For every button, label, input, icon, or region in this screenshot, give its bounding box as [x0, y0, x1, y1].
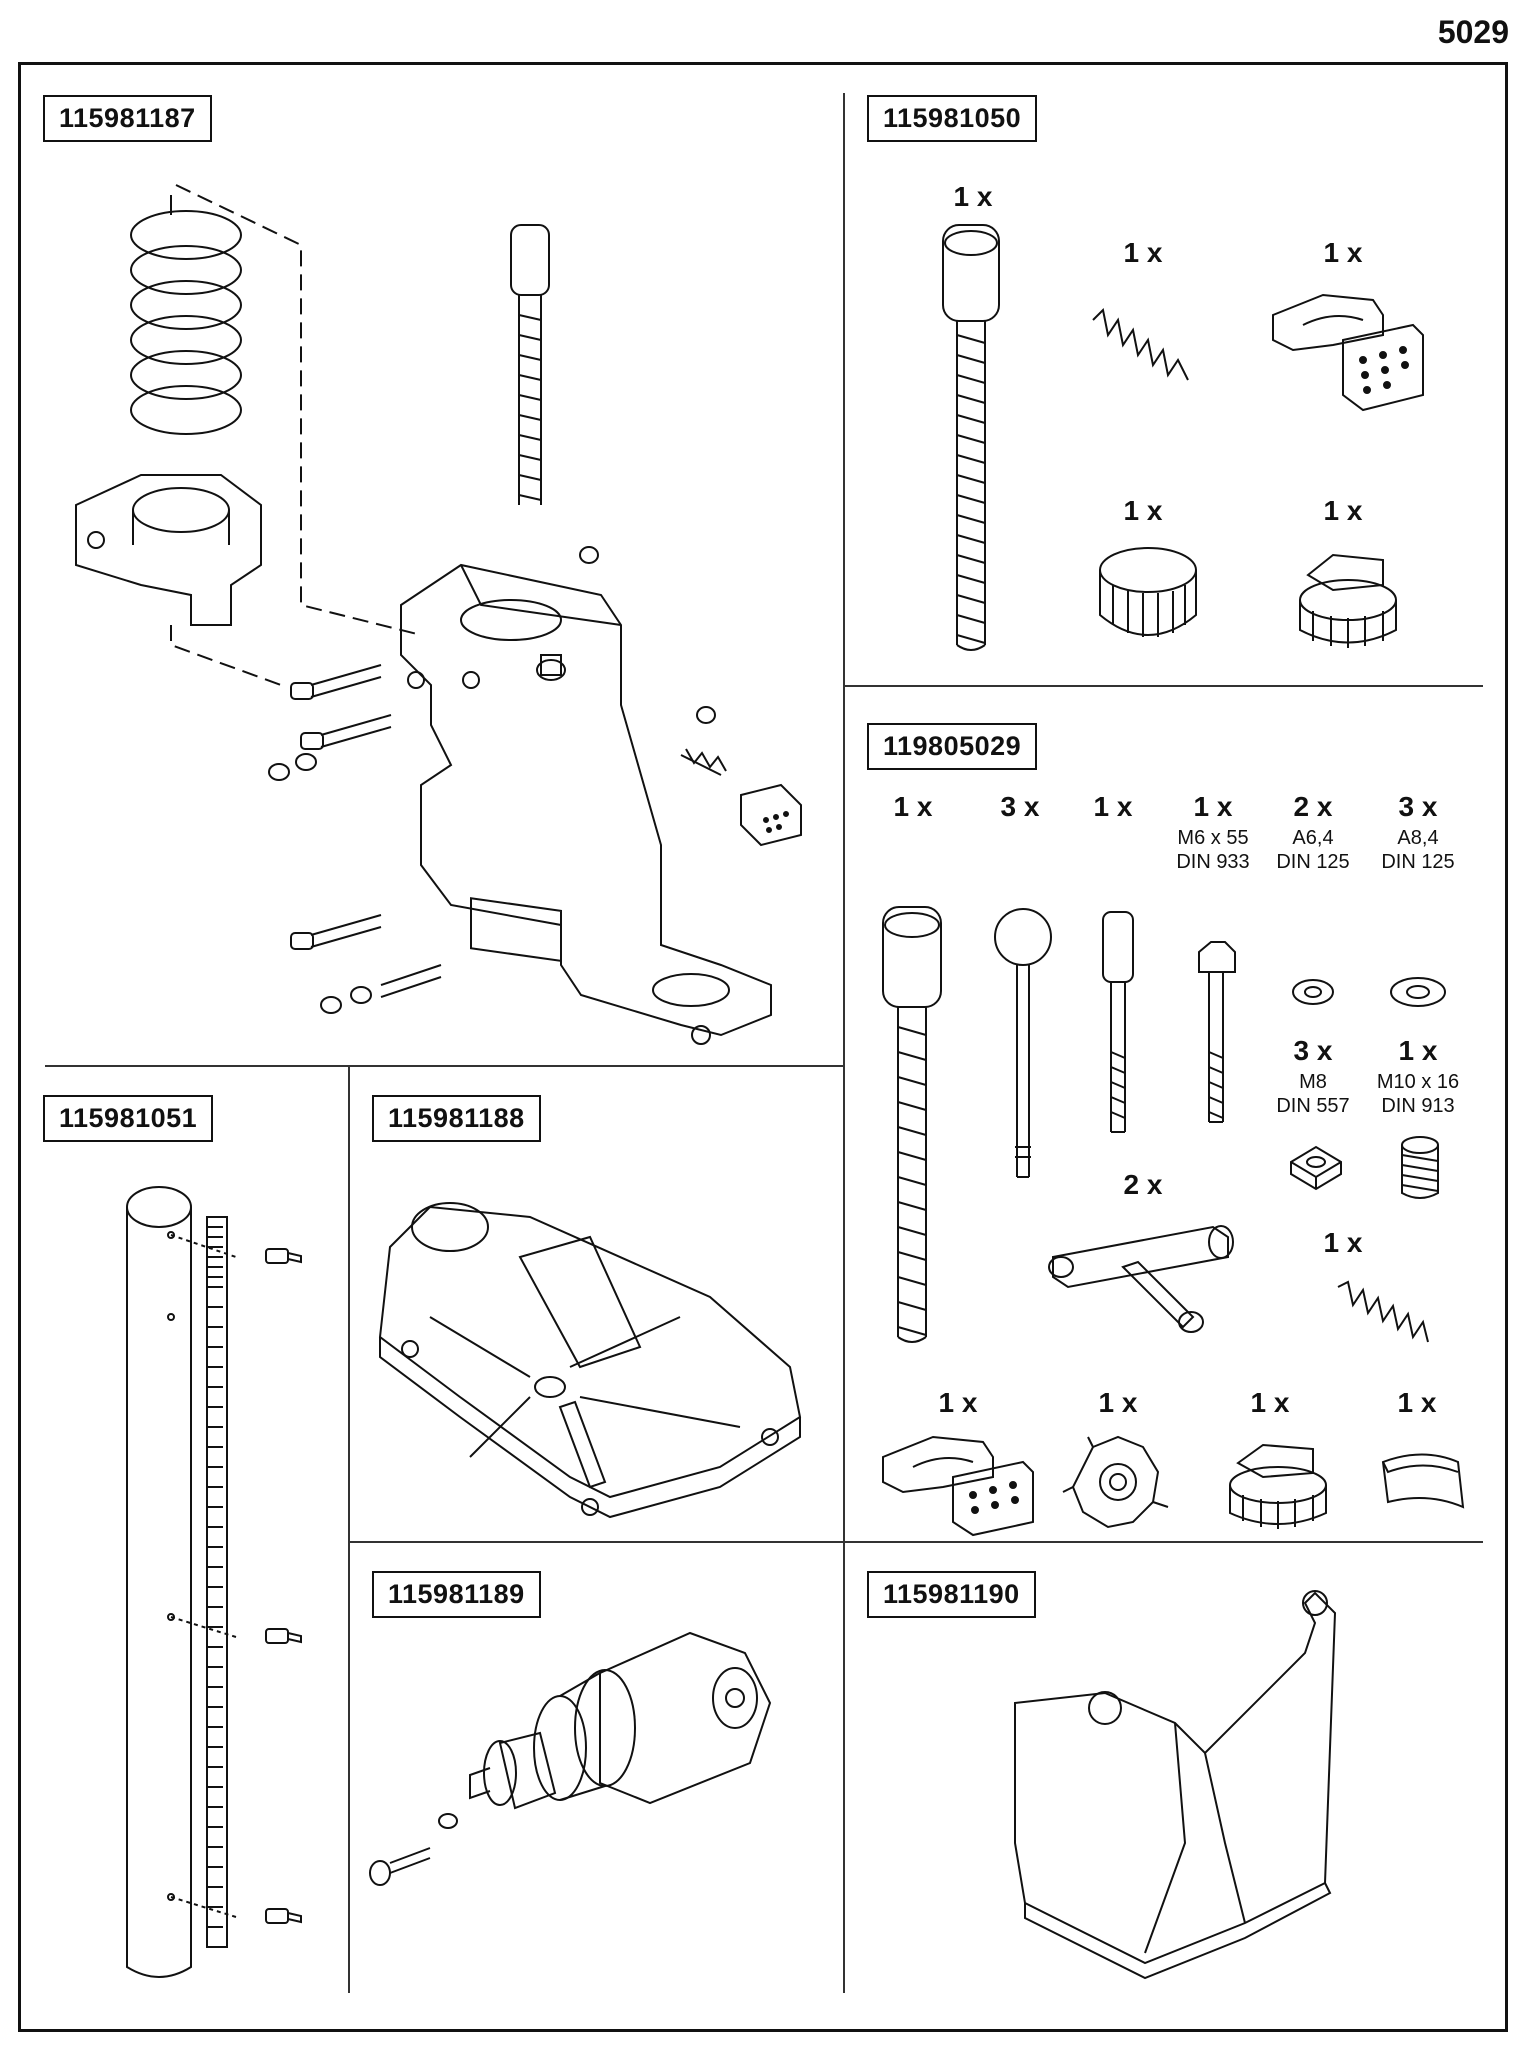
item-qty: 1 x: [1323, 237, 1363, 268]
item-qty: 1 x: [1323, 495, 1363, 526]
part-number-label: 115981190: [867, 1571, 1036, 1618]
item-spec-standard: DIN 125: [1381, 851, 1455, 873]
base-plate-icon: [350, 1067, 843, 1541]
stand-casting-icon: [401, 565, 771, 1044]
column-tube-rack-icon: [21, 1067, 348, 1993]
item-qty: 1 x: [1098, 1387, 1138, 1418]
item-qty: 3 x: [1293, 1035, 1333, 1066]
panel-115981187: 115981187: [21, 65, 843, 1065]
feed-screw-icon: [878, 907, 948, 1357]
threaded-pin-icon: [1093, 912, 1143, 1142]
item-qty: 3 x: [1000, 791, 1040, 822]
clamp-jaw-icon: [1263, 285, 1433, 415]
pinion-shaft-icon: [350, 1543, 843, 1993]
panel-115981188: 115981188: [350, 1067, 843, 1541]
divider-left-vertical: [348, 1065, 350, 1993]
item-spec-standard: DIN 557: [1276, 1095, 1350, 1117]
item-spec-size: M8: [1299, 1071, 1327, 1093]
panel-115981051: 115981051: [21, 1067, 348, 1993]
item-qty: 1 x: [1123, 495, 1163, 526]
item-spec-size: A6,4: [1292, 827, 1334, 849]
page-number: 5029: [1437, 14, 1509, 50]
part-number-label: 115981189: [372, 1571, 541, 1618]
item-qty: 2 x: [1123, 1169, 1163, 1200]
divider-right-bottom: [843, 1541, 1483, 1543]
panel-119805029: 119805029 1 x 3 x 1 x 1 x M6 x 55 DIN 93…: [843, 687, 1483, 1541]
item-spec-size: M10 x 16: [1376, 1071, 1460, 1093]
part-number-label: 115981187: [43, 95, 212, 142]
hex-bolt-icon: [1191, 942, 1241, 1132]
item-qty: 3 x: [1398, 791, 1438, 822]
item-qty: 1 x: [1123, 237, 1163, 268]
ball-lever-icon: [993, 907, 1063, 1197]
item-spec-standard: DIN 913: [1381, 1095, 1455, 1117]
washer-icon: [269, 547, 715, 1013]
collar-clamp-icon: [76, 475, 261, 625]
divider-left-horizontal: [45, 1065, 845, 1067]
spring-icon: [131, 195, 241, 434]
wedge-icon: [1378, 1447, 1468, 1517]
item-spec-standard: DIN 125: [1276, 851, 1350, 873]
clamp-jaw-icon: [741, 785, 801, 845]
t-handle-icon: [1043, 1217, 1243, 1337]
compression-spring-icon: [681, 749, 726, 775]
feed-screw-icon: [511, 225, 549, 505]
square-nut-icon: [1286, 1142, 1346, 1192]
item-spec-size: M6 x 55: [1177, 827, 1249, 849]
item-qty: 1 x: [1193, 791, 1233, 822]
compression-spring-icon: [1088, 305, 1198, 385]
clamp-jaw-icon: [873, 1427, 1043, 1537]
item-qty: 1 x: [1323, 1227, 1363, 1258]
feed-screw-icon: [933, 225, 1013, 665]
part-number-label: 115981050: [867, 95, 1038, 142]
divider-vertical-main: [843, 93, 845, 1993]
bolt-icon: [291, 665, 441, 997]
part-number-label: 119805029: [867, 723, 1038, 770]
item-qty: 1 x: [938, 1387, 978, 1418]
part-number-label: 115981051: [43, 1095, 214, 1142]
divider-middle-horizontal: [348, 1541, 845, 1543]
stand-body-exploded-icon: [21, 65, 843, 1065]
item-qty: 1 x: [953, 181, 993, 212]
item-spec-standard: DIN 933: [1176, 851, 1250, 873]
panel-115981190: 115981190: [845, 1543, 1483, 1993]
item-qty: 2 x: [1293, 791, 1333, 822]
item-spec-size: A8,4: [1397, 827, 1439, 849]
washer-icon: [1291, 977, 1335, 1007]
washer-icon: [1388, 975, 1448, 1009]
item-qty: 1 x: [893, 791, 933, 822]
item-qty: 1 x: [1397, 1387, 1437, 1418]
compression-spring-icon: [1333, 1277, 1433, 1347]
item-qty: 1 x: [1398, 1035, 1438, 1066]
scale-ring-icon: [1093, 545, 1203, 645]
knob-cap-icon: [1293, 545, 1403, 655]
parts-sheet: 115981187: [18, 62, 1508, 2032]
item-qty: 1 x: [1093, 791, 1133, 822]
chip-guard-icon: [845, 1543, 1483, 1993]
item-qty: 1 x: [1250, 1387, 1290, 1418]
star-nut-icon: [1063, 1432, 1173, 1532]
panel-115981189: 115981189: [350, 1543, 843, 1993]
knob-cap-icon: [1223, 1435, 1333, 1535]
panel-115981050: 115981050 1 x 1 x 1 x 1 x 1 x: [843, 65, 1483, 685]
divider-right-top: [843, 685, 1483, 687]
set-screw-icon: [1398, 1135, 1442, 1203]
part-number-label: 115981188: [372, 1095, 541, 1142]
